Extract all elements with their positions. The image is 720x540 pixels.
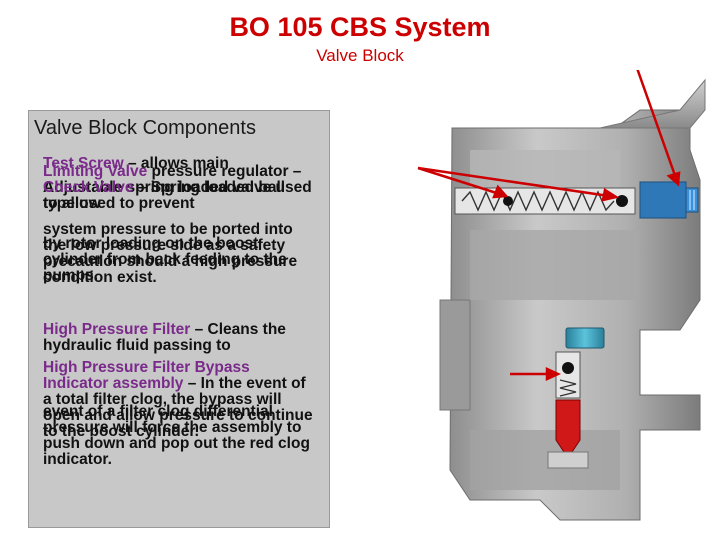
- bypass-ball-icon: [562, 362, 574, 374]
- limiting-valve-label: Limiting Valve: [43, 163, 148, 180]
- components-panel: [28, 110, 330, 528]
- spring-icon: [461, 190, 615, 212]
- test-screw-fitting: [639, 181, 687, 219]
- arrow-to-test-screw: [636, 70, 680, 185]
- test-screw-label: Test Screw: [43, 155, 124, 172]
- clog-indicator-icon: [555, 399, 581, 453]
- pointer-arrows: [417, 70, 681, 381]
- limiting-valve-description: Limiting Valve pressure regulator – Adju…: [43, 163, 312, 212]
- test-screw-description: Test Screw – allows main: [43, 155, 229, 172]
- arrow-to-check-ball: [417, 166, 507, 198]
- slide-title: BO 105 CBS System: [229, 12, 491, 42]
- check-valve-label: Check Valve: [43, 179, 134, 196]
- clog-indicator-text: event of a filter clog differential pres…: [43, 403, 310, 468]
- pressure-port-text: system pressure to be ported into the lo…: [43, 221, 298, 286]
- panel-heading: Valve Block Components: [34, 117, 256, 139]
- check-ball-icon: [503, 196, 513, 206]
- arrow-to-relief-ball: [417, 166, 617, 199]
- hp-filter-label: High Pressure Filter: [43, 321, 191, 338]
- relief-ball-icon: [616, 195, 628, 207]
- slide-subtitle: Valve Block: [316, 46, 404, 65]
- hp-filter-bypass-description: High Pressure Filter Bypass Indicator as…: [43, 359, 313, 440]
- hp-filter-bypass-label: High Pressure Filter Bypass Indicator as…: [43, 359, 250, 392]
- rotor-loading-text: by rotor loading on the boost cylinder f…: [43, 235, 287, 284]
- left-boss: [439, 299, 471, 411]
- bypass-bore: [555, 351, 581, 399]
- valve-block-illustration: [417, 70, 706, 521]
- hp-filter-description: High Pressure Filter – Cleans the hydrau…: [43, 321, 286, 354]
- check-valve-description: Check Valve – Spring loaded ball type us…: [43, 179, 286, 212]
- filter-element: [565, 327, 605, 349]
- upper-pipe: [599, 78, 706, 129]
